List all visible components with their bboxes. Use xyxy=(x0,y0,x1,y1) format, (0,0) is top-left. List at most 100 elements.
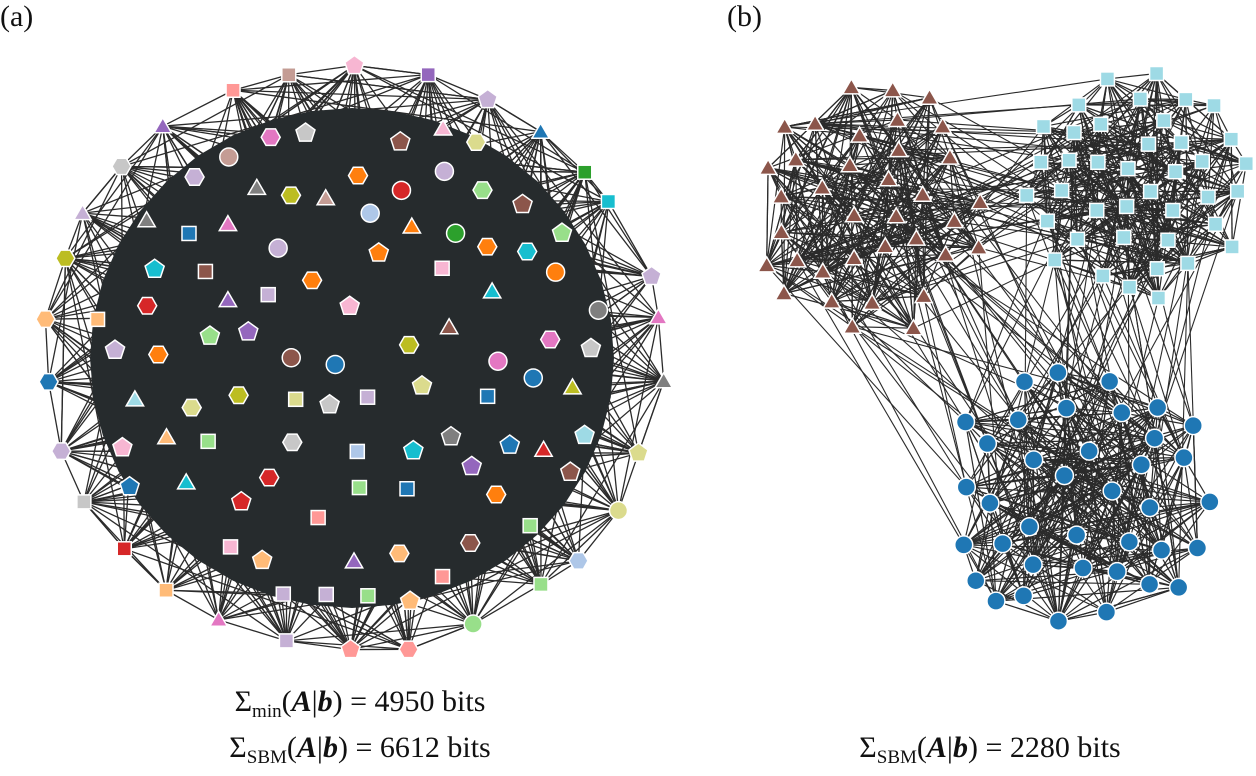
square-node xyxy=(1034,155,1048,169)
hexagon-node xyxy=(283,434,302,450)
sigma-symbol: Σ xyxy=(859,731,876,764)
square-node xyxy=(1201,190,1215,204)
circle-node xyxy=(1020,518,1038,536)
vector-b: b xyxy=(318,685,333,718)
square-node xyxy=(226,83,240,97)
circle-node xyxy=(1149,399,1167,417)
circle-node xyxy=(1153,541,1171,559)
square-node xyxy=(534,577,548,591)
caption-line: Σmin(A|b) = 4950 bits xyxy=(140,684,580,730)
square-node xyxy=(1096,269,1110,283)
circle-node xyxy=(987,592,1005,610)
sigma-subscript: min xyxy=(252,701,282,722)
square-node xyxy=(1020,188,1034,202)
square-node xyxy=(279,634,293,648)
square-node xyxy=(1150,66,1164,80)
square-node xyxy=(1150,262,1164,276)
paren-open: ( xyxy=(282,685,292,718)
circle-node xyxy=(1049,364,1067,382)
hexagon-node xyxy=(138,298,157,315)
network-graph-a xyxy=(36,56,672,658)
hexagon-node xyxy=(349,167,368,184)
hexagon-node xyxy=(461,535,480,551)
square-node xyxy=(1179,92,1193,106)
square-node xyxy=(1161,233,1175,247)
circle-node xyxy=(609,502,627,520)
hexagon-node xyxy=(185,169,204,185)
circle-node xyxy=(1146,429,1164,447)
square-node xyxy=(1123,280,1137,294)
circle-node xyxy=(1120,533,1138,551)
caption-line: ΣSBM(A|b) = 6612 bits xyxy=(140,730,580,776)
circle-node xyxy=(955,536,973,554)
square-node xyxy=(1174,136,1188,150)
hexagon-node xyxy=(487,486,506,503)
circle-node xyxy=(1015,587,1033,605)
pentagon-node xyxy=(478,90,497,108)
circle-node xyxy=(1015,373,1033,391)
circle-node xyxy=(524,369,542,387)
sigma-subscript: SBM xyxy=(877,747,917,768)
circle-node xyxy=(1024,556,1042,574)
circle-node xyxy=(547,263,565,281)
edge xyxy=(822,188,823,272)
square-node xyxy=(421,68,435,82)
pentagon-node xyxy=(642,266,661,284)
edge xyxy=(658,317,663,381)
circle-node xyxy=(464,615,482,633)
circle-node xyxy=(589,301,607,319)
square-node xyxy=(1070,232,1084,246)
square-node xyxy=(1062,153,1076,167)
edge xyxy=(286,624,473,641)
circle-node xyxy=(489,352,507,370)
square-node xyxy=(77,495,91,509)
hexagon-node xyxy=(400,337,419,354)
edge xyxy=(409,624,474,649)
triangle-node xyxy=(843,79,860,94)
hexagon-node xyxy=(229,387,248,404)
square-node xyxy=(352,481,366,495)
square-node xyxy=(361,589,375,603)
sigma-symbol: Σ xyxy=(229,731,246,764)
hexagon-node xyxy=(282,187,301,203)
paren-open: ( xyxy=(917,731,927,764)
square-node xyxy=(276,587,290,601)
circle-node xyxy=(435,162,453,180)
edge xyxy=(1157,73,1158,268)
square-node xyxy=(1091,155,1105,169)
network-graph-b xyxy=(758,66,1253,630)
circle-node xyxy=(1113,404,1131,422)
hexagon-node xyxy=(569,553,588,570)
circle-node xyxy=(361,204,379,222)
square-node xyxy=(1224,132,1238,146)
circle-node xyxy=(1188,539,1206,557)
circle-node xyxy=(447,224,465,242)
hexagon-node xyxy=(39,374,58,391)
matrix-A: A xyxy=(927,731,947,764)
square-node xyxy=(523,519,537,533)
hexagon-node xyxy=(518,243,537,259)
circle-node xyxy=(1141,575,1159,593)
square-node xyxy=(289,392,303,406)
circle-node xyxy=(981,494,999,512)
square-node xyxy=(1094,117,1108,131)
hexagon-node xyxy=(112,158,131,174)
circle-node xyxy=(1184,417,1202,435)
circle-node xyxy=(392,181,410,199)
paren-open: ( xyxy=(287,731,297,764)
edge xyxy=(767,168,768,266)
pentagon-node xyxy=(345,56,364,74)
square-node xyxy=(1181,256,1195,270)
square-node xyxy=(361,390,375,404)
square-node xyxy=(436,570,450,584)
circle-node xyxy=(957,413,975,431)
caption-a: Σmin(A|b) = 4950 bits ΣSBM(A|b) = 6612 b… xyxy=(140,684,580,776)
edge xyxy=(289,66,355,75)
circle-node xyxy=(978,435,996,453)
circle-node xyxy=(1101,372,1119,390)
caption-value: = 2280 bits xyxy=(978,731,1121,764)
caption-value: = 4950 bits xyxy=(343,685,486,718)
circle-node xyxy=(1201,493,1219,511)
circle-node xyxy=(1108,563,1126,581)
paren-close: ) xyxy=(968,731,978,764)
